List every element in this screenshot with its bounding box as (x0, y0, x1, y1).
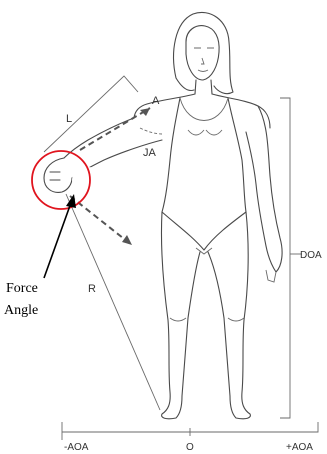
label-l: L (66, 113, 72, 125)
label-pos-aoa: +AOA (286, 442, 313, 453)
right-arm (246, 106, 282, 272)
callout-line-1: Force (6, 281, 38, 296)
fist (44, 158, 72, 192)
arm-force-arrow (80, 108, 150, 150)
joint-angle-arc (140, 128, 162, 134)
human-figure (44, 12, 282, 418)
measurement-lines (44, 76, 318, 440)
label-neg-aoa: -AOA (64, 442, 89, 453)
label-r: R (88, 283, 96, 295)
label-doa: DOA (300, 250, 322, 261)
reach-line (66, 194, 160, 410)
label-a: A (152, 95, 160, 107)
right-leg (208, 212, 250, 419)
length-bracket (44, 76, 138, 152)
left-leg (161, 212, 200, 419)
label-ja: JA (143, 147, 157, 159)
hair (174, 12, 233, 93)
label-origin: O (186, 442, 194, 453)
callout-line-2: Angle (4, 303, 38, 318)
